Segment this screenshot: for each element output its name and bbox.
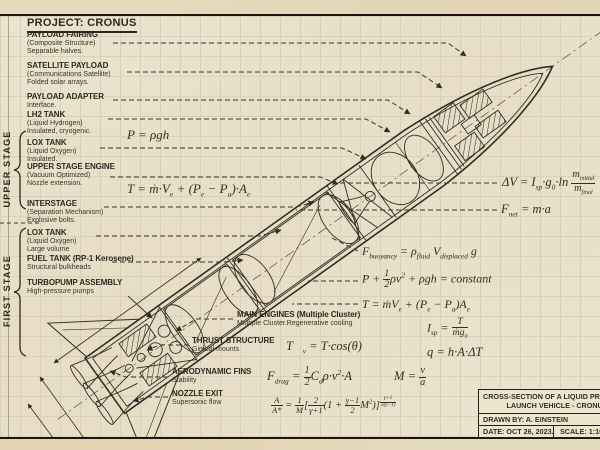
part-label-desc: (Composite Structure) xyxy=(27,39,96,47)
part-label: LOX TANK (Liquid Oxygen)Large volume xyxy=(27,228,157,254)
part-label: SATELLITE PAYLOAD (Communications Satell… xyxy=(27,61,157,87)
bottom-border-line xyxy=(0,437,600,439)
satellite-payload-drawing xyxy=(433,88,507,162)
part-label: INTERSTAGE (Separation Mechanism)Explosi… xyxy=(27,199,157,225)
part-label: NOZZLE EXIT Supersonic flow xyxy=(172,389,302,407)
top-border-line xyxy=(0,14,600,16)
part-label-title: TURBOPUMP ASSEMBLY xyxy=(27,278,123,287)
part-label: UPPER STAGE ENGINE (Vacuum Optimized)Noz… xyxy=(27,162,157,188)
part-label-title: PAYLOAD FAIRING xyxy=(27,30,98,39)
part-label-desc: Structural bulkheads xyxy=(27,263,91,271)
title-block-line2: LAUNCH VEHICLE - CRONUS. xyxy=(506,401,600,410)
part-label-desc: Explosive bolts. xyxy=(27,216,76,224)
stage-brace-first xyxy=(13,227,27,357)
title-block-date: DATE: OCT 26, 2023. xyxy=(479,426,554,437)
part-label-desc: (Vacuum Optimized) xyxy=(27,171,91,179)
left-margin-line xyxy=(8,16,9,437)
part-label-title: PAYLOAD ADAPTER xyxy=(27,92,104,101)
part-label-desc: Stability xyxy=(172,376,197,384)
rocket-hull xyxy=(83,65,554,415)
part-label-desc: (Liquid Oxygen) xyxy=(27,147,77,155)
part-label: PAYLOAD ADAPTER Interface. xyxy=(27,92,157,110)
part-label-desc: Multiple Cluster.Regenerative cooling xyxy=(237,319,353,327)
part-label: TURBOPUMP ASSEMBLY High-pressure pumps xyxy=(27,278,157,296)
stage-brace-upper xyxy=(13,130,27,210)
part-label-desc: (Liquid Oxygen) xyxy=(27,237,77,245)
part-label-desc: (Liquid Hydrogen) xyxy=(27,119,83,127)
part-label-title: SATELLITE PAYLOAD xyxy=(27,61,109,70)
part-label-desc: Large volume xyxy=(27,245,70,253)
part-label-desc: Insulated. xyxy=(27,155,58,163)
part-label-title: INTERSTAGE xyxy=(27,199,77,208)
part-label: AERODYNAMIC FINS Stability xyxy=(172,367,302,385)
upper-stage-engine-bell xyxy=(339,195,370,224)
equation: P = ρgh xyxy=(127,127,170,142)
part-label: LOX TANK (Liquid Oxygen)Insulated. xyxy=(27,138,157,164)
title-block-scale: SCALE: 1:100 xyxy=(560,427,600,436)
equation: Fbuoyancy = ρfluid Vdisplaced g xyxy=(362,244,477,261)
part-label-desc: High-pressure pumps xyxy=(27,287,94,295)
interstage xyxy=(324,164,397,241)
equation: Fnet = m·a xyxy=(501,202,551,219)
part-label-title: LOX TANK xyxy=(27,138,67,147)
part-label-desc: Supersonic flow xyxy=(172,398,222,406)
part-label-desc: (Separation Mechanism) xyxy=(27,208,104,216)
centerline xyxy=(57,30,600,420)
part-label-title: AERODYNAMIC FINS xyxy=(172,367,252,376)
part-label-desc: Insulated, cryogenic. xyxy=(27,127,92,135)
part-label-desc: Folded solar arrays. xyxy=(27,78,89,86)
payload-section xyxy=(419,88,507,175)
part-label-title: LOX TANK xyxy=(27,228,67,237)
stage-label-upper: UPPER STAGE xyxy=(2,130,12,208)
part-label-desc: Gimbal mounts xyxy=(192,345,240,353)
part-label-desc: Separable halves. xyxy=(27,47,84,55)
part-label: THRUST STRUCTURE Gimbal mounts xyxy=(192,336,322,354)
title-block-drawn-by: DRAWN BY: A. EINSTEIN xyxy=(479,413,600,425)
part-label-title: MAIN ENGINES (Multiple Cluster) xyxy=(237,310,361,319)
part-label-title: THRUST STRUCTURE xyxy=(192,336,275,345)
title-block: CROSS-SECTION OF A LIQUID PROPELLANT LAU… xyxy=(478,389,600,438)
equation: T⃗v = T·cos(θ) xyxy=(286,339,362,356)
leader-lines xyxy=(0,42,497,403)
title-block-bottom-row: DATE: OCT 26, 2023. SCALE: 1:100 xyxy=(479,425,600,437)
grid-paper xyxy=(0,16,600,437)
part-label-desc: Nozzle extension. xyxy=(27,179,83,187)
part-label: PAYLOAD FAIRING (Composite Structure)Sep… xyxy=(27,30,157,56)
title-block-title: CROSS-SECTION OF A LIQUID PROPELLANT LAU… xyxy=(479,390,600,413)
part-label-title: NOZZLE EXIT xyxy=(172,389,223,398)
part-label: FUEL TANK (RP-1 Kerosene) Structural bul… xyxy=(27,254,157,272)
part-label-desc: (Communications Satellite) xyxy=(27,70,111,78)
stage-label-first: FIRST STAGE xyxy=(2,254,12,328)
part-label-desc: Interface. xyxy=(27,101,57,109)
project-title: PROJECT: CRONUS xyxy=(27,17,137,33)
part-label-title: FUEL TANK (RP-1 Kerosene) xyxy=(27,254,134,263)
dimension-lines xyxy=(27,257,202,437)
turbopump-leader xyxy=(127,295,153,319)
part-label-title: LH2 TANK xyxy=(27,110,66,119)
title-block-line1: CROSS-SECTION OF A LIQUID PROPELLANT xyxy=(483,392,600,401)
equation: T = ṁ·Ve + (Pe − Pa)·Ae xyxy=(127,181,251,199)
part-label-title: UPPER STAGE ENGINE xyxy=(27,162,115,171)
equation: q = h·A·ΔT xyxy=(427,345,483,359)
part-label: MAIN ENGINES (Multiple Cluster) Multiple… xyxy=(237,310,367,328)
equation: T = ṁVe + (Pe − Pa)Ae xyxy=(362,297,470,314)
part-label: LH2 TANK (Liquid Hydrogen)Insulated, cry… xyxy=(27,110,157,136)
